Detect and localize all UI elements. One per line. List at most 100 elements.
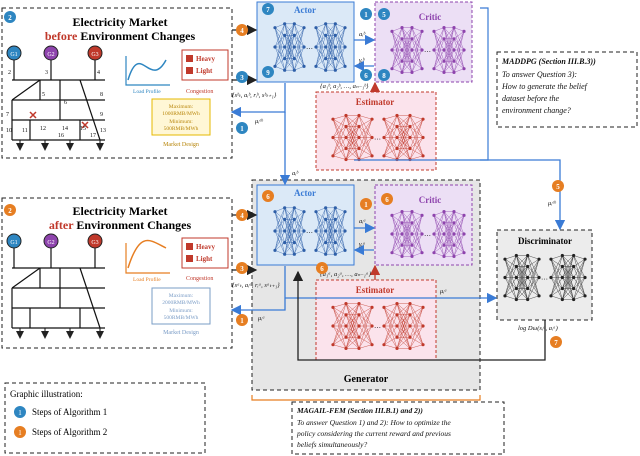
math-labels: aᵢᵇ γᵢᵇ {a₁ᵇ, a₂ᵇ, …, aₙ₋₁ᵇ} {sᵇₜ, aᵢᵇ, … — [232, 31, 558, 332]
math-a-eb: aᵢᵇ — [359, 31, 366, 38]
svg-text:5: 5 — [556, 183, 560, 191]
before-heavy: Heavy — [196, 55, 216, 63]
legend-orange-badge — [14, 426, 26, 438]
svg-text:8: 8 — [100, 92, 103, 98]
legend-box — [4, 382, 206, 454]
svg-text:17: 17 — [90, 133, 96, 139]
svg-text:3: 3 — [45, 70, 48, 76]
top-critic-label: Critic — [419, 12, 442, 22]
svg-text:Maximum:: Maximum: — [169, 293, 194, 299]
math-mu-a-2: μᵢᵃ — [440, 288, 447, 295]
svg-text:3: 3 — [240, 265, 244, 273]
svg-text:Market Design: Market Design — [163, 330, 199, 336]
math-a-a: aᵢᵃ — [359, 218, 366, 225]
svg-text:Electricity Market: Electricity Market — [73, 204, 168, 218]
generator-system: Actor Critic Estimator Generator — [251, 179, 481, 391]
step-badges: 2 4 3 7 9 1 5 6 8 1 2 4 3 6 1 6 6 1 5 7 — [4, 3, 564, 348]
math-gamma-eb: γᵢᵇ — [359, 57, 366, 64]
top-actor-net: … — [273, 22, 347, 72]
svg-text:…: … — [306, 43, 313, 51]
svg-text:11: 11 — [22, 128, 28, 134]
svg-text:2: 2 — [8, 70, 11, 76]
top-estimator-label: Estimator — [356, 97, 395, 107]
svg-text:5: 5 — [42, 92, 45, 98]
math-a-eb-2: aᵢᵇ — [292, 170, 299, 177]
svg-text:Load Profile: Load Profile — [133, 276, 161, 283]
svg-text:…: … — [424, 46, 431, 54]
math-aset-top: {a₁ᵇ, a₂ᵇ, …, aₙ₋₁ᵇ} — [320, 83, 369, 90]
discriminator-net: … — [503, 253, 587, 302]
svg-text:Minimum:: Minimum: — [169, 119, 193, 125]
top-actor-label: Actor — [294, 5, 316, 15]
bottom-actor-net: … — [273, 206, 347, 256]
generator-label: Generator — [344, 374, 389, 385]
legend-item2: Steps of Algorithm 2 — [32, 427, 107, 437]
math-state-bottom: {sᵃₜ, aᵢᵃ, rᵢᵃ, sᵃₜ₊₁} — [232, 282, 280, 289]
math-mu-eb-2: μᵢᵉᵇ — [548, 200, 557, 207]
svg-text:environment change?: environment change? — [502, 106, 571, 115]
svg-text:G2: G2 — [47, 240, 54, 246]
svg-text:…: … — [541, 274, 548, 282]
before-g2: G2 — [47, 52, 54, 58]
legend-title: Graphic illustration: — [10, 389, 83, 399]
before-market-design: Market Design — [163, 142, 199, 148]
svg-text:10: 10 — [6, 128, 12, 134]
neural-nets: ………………… — [273, 22, 587, 350]
svg-text:1: 1 — [18, 429, 22, 437]
panel-after: Electricity Market after Environment Cha… — [1, 197, 233, 349]
svg-text:3: 3 — [240, 74, 244, 82]
before-heavy-icon — [186, 55, 193, 62]
panel-before: Electricity Market before Environment Ch… — [1, 7, 233, 159]
before-title-1: Electricity Market — [73, 15, 168, 29]
svg-text:MADDPG (Section III.B.3)): MADDPG (Section III.B.3)) — [501, 57, 596, 66]
svg-text:beliefs simultaneously?: beliefs simultaneously? — [297, 440, 367, 449]
svg-text:16: 16 — [58, 133, 64, 139]
svg-text:…: … — [374, 322, 381, 330]
svg-text:after Environment Changes: after Environment Changes — [49, 218, 192, 232]
svg-text:1: 1 — [364, 201, 368, 209]
svg-text:2000RMB/MWh: 2000RMB/MWh — [162, 300, 200, 306]
svg-text:How to generate the belief: How to generate the belief — [501, 82, 589, 91]
maddpg-box — [496, 51, 638, 128]
svg-text:1: 1 — [18, 409, 22, 417]
top-critic-net: … — [390, 26, 466, 74]
maddpg-bracket — [480, 7, 489, 161]
svg-text:G1: G1 — [10, 240, 17, 246]
before-load-arrows — [16, 140, 104, 151]
before-g3: G3 — [91, 52, 98, 58]
math-gamma-a: γᵢᵃ — [359, 241, 366, 248]
svg-text:8: 8 — [382, 72, 386, 80]
top-estimator-net: … — [331, 113, 425, 162]
svg-text:G3: G3 — [91, 240, 98, 246]
before-bus-labels: 2 3 4 5 6 7 8 9 10 11 12 13 14 15 16 17 — [6, 70, 106, 139]
svg-text:Minimum:: Minimum: — [169, 308, 193, 314]
connections — [230, 24, 566, 361]
svg-text:1: 1 — [240, 317, 244, 325]
before-light-icon — [186, 67, 193, 74]
svg-text:Light: Light — [196, 255, 213, 263]
svg-text:4: 4 — [240, 212, 244, 220]
bottom-estimator-net: … — [331, 302, 425, 350]
svg-text:500RMB/MWh: 500RMB/MWh — [164, 126, 199, 132]
svg-text:To answer Question 3):: To answer Question 3): — [502, 70, 577, 79]
svg-text:9: 9 — [266, 69, 270, 77]
svg-text:MAGAIL-FEM (Section III.B.1) a: MAGAIL-FEM (Section III.B.1) and 2)) — [296, 406, 423, 415]
svg-text:14: 14 — [62, 126, 68, 132]
svg-text:Heavy: Heavy — [196, 243, 216, 251]
after-network — [11, 248, 105, 329]
maddpg-text: MADDPG (Section III.B.3)) To answer Ques… — [501, 57, 596, 115]
svg-text:12: 12 — [40, 126, 46, 132]
discriminator-label: Discriminator — [518, 236, 572, 246]
magail-text: MAGAIL-FEM (Section III.B.1) and 2)) To … — [296, 406, 451, 449]
before-load-curve — [127, 59, 167, 81]
magail-box — [291, 401, 505, 455]
svg-text:To answer Question 1) and 2):: To answer Question 1) and 2): How to opt… — [297, 418, 451, 427]
bottom-actor-label: Actor — [294, 188, 316, 198]
svg-text:1: 1 — [240, 125, 244, 133]
math-state-top: {sᵇₜ, aᵢᵇ, rᵢᵇ, sᵇₜ₊₁} — [232, 92, 277, 99]
svg-text:2: 2 — [8, 14, 12, 22]
before-load-profile-label: Load Profile — [133, 88, 161, 95]
svg-text:9: 9 — [100, 112, 103, 118]
svg-text:5: 5 — [382, 11, 386, 19]
svg-text:7: 7 — [266, 6, 270, 14]
